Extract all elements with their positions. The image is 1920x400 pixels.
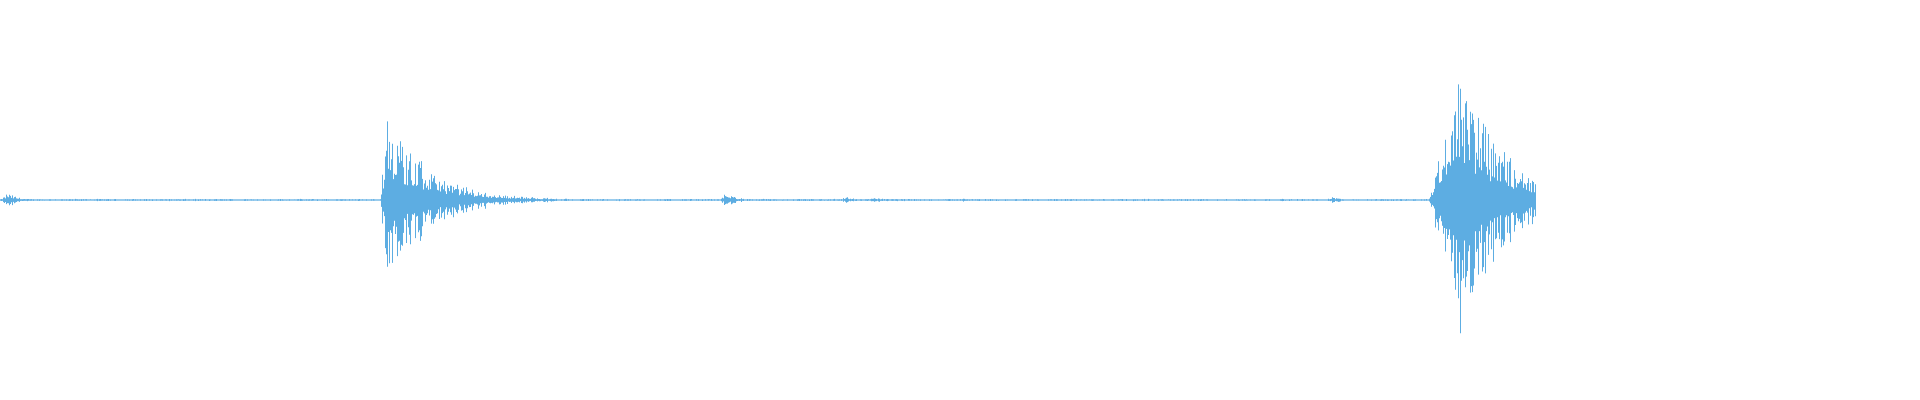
- waveform-samples: [0, 84, 1536, 334]
- waveform-bars: [0, 84, 1536, 334]
